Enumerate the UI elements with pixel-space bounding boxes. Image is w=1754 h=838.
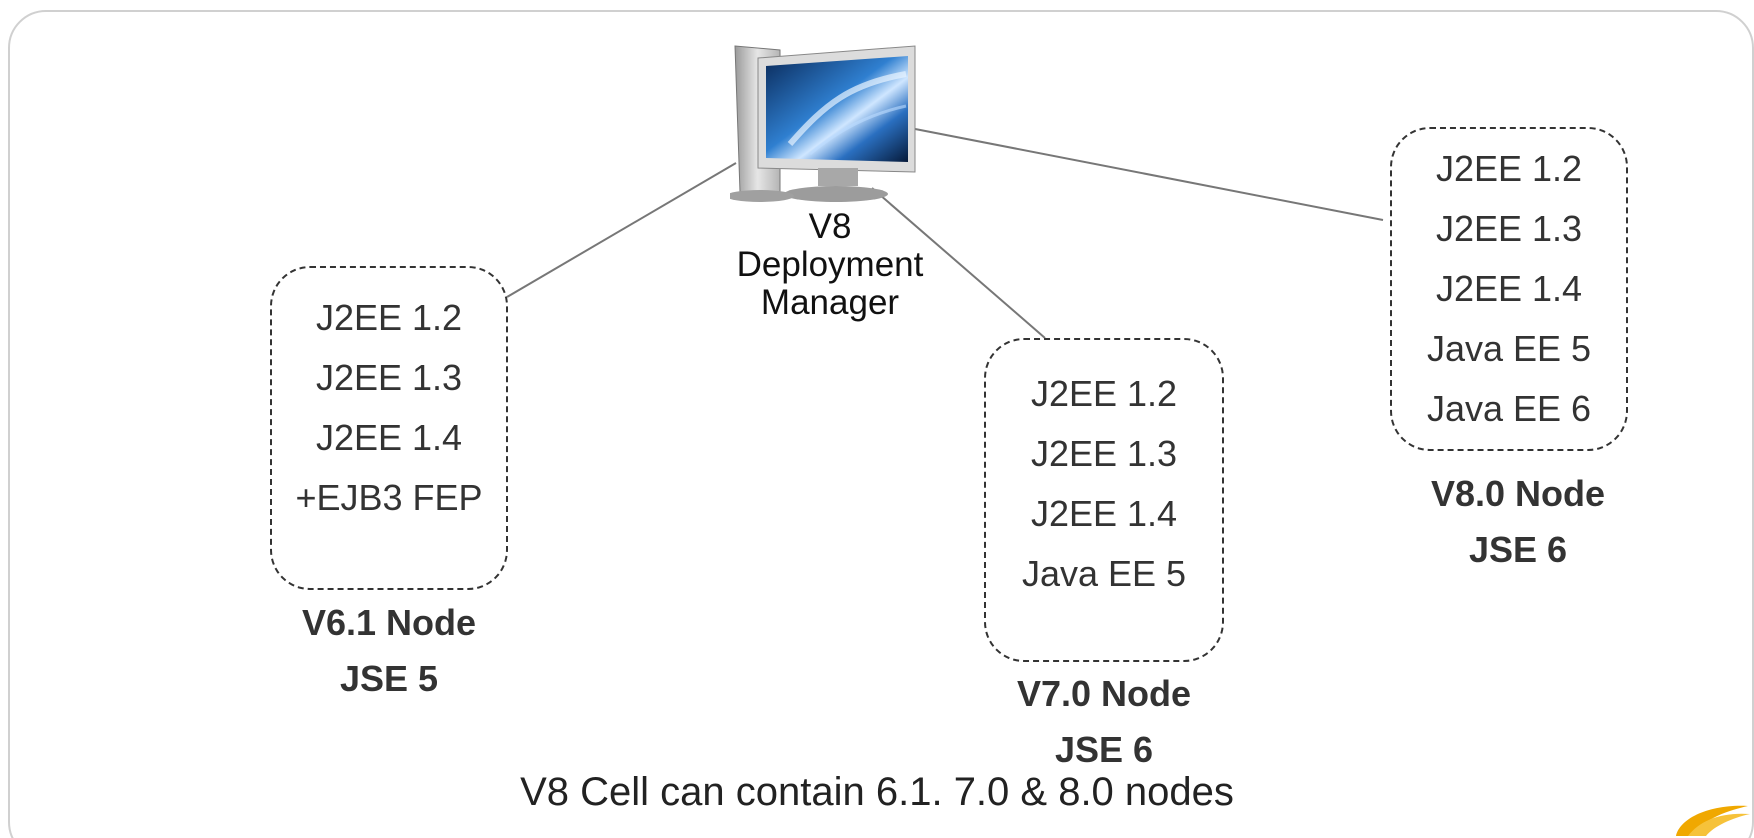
node-item: J2EE 1.4 (315, 417, 463, 458)
node-item: J2EE 1.2 (1435, 148, 1583, 189)
node-jse: JSE 6 (1054, 729, 1154, 770)
slide-frame (8, 10, 1754, 838)
node-label-v70: V7.0 Node JSE 6 (954, 666, 1254, 778)
node-box-v61: J2EE 1.2 J2EE 1.3 J2EE 1.4 +EJB3 FEP (270, 266, 508, 590)
node-label-v80: V8.0 Node JSE 6 (1368, 466, 1668, 578)
node-item: J2EE 1.3 (1030, 433, 1178, 474)
node-item: J2EE 1.4 (1030, 493, 1178, 534)
node-box-v70: J2EE 1.2 J2EE 1.3 J2EE 1.4 Java EE 5 (984, 338, 1224, 662)
node-item: Java EE 6 (1426, 388, 1592, 429)
dm-label-line2: Deployment (736, 245, 924, 284)
node-name: V8.0 Node (1430, 473, 1606, 514)
dm-label-line1: V8 (808, 207, 852, 246)
node-item: J2EE 1.2 (315, 297, 463, 338)
connector-v80 (909, 127, 1384, 221)
logo-swoosh-icon (1676, 805, 1750, 836)
node-label-v61: V6.1 Node JSE 5 (239, 595, 539, 707)
node-item: J2EE 1.2 (1030, 373, 1178, 414)
computer-monitor-icon (730, 45, 916, 202)
node-item: Java EE 5 (1426, 328, 1592, 369)
node-jse: JSE 6 (1468, 529, 1568, 570)
deployment-manager-label: V8 Deployment Manager (700, 208, 960, 322)
node-item: J2EE 1.3 (1435, 208, 1583, 249)
node-item: J2EE 1.3 (315, 357, 463, 398)
node-item: J2EE 1.4 (1435, 268, 1583, 309)
node-box-v80: J2EE 1.2 J2EE 1.3 J2EE 1.4 Java EE 5 Jav… (1390, 127, 1628, 451)
node-item: Java EE 5 (1021, 553, 1187, 594)
node-name: V7.0 Node (1016, 673, 1192, 714)
node-item: +EJB3 FEP (295, 477, 483, 518)
diagram-caption: V8 Cell can contain 6.1. 7.0 & 8.0 nodes (520, 770, 1234, 814)
node-jse: JSE 5 (339, 658, 439, 699)
node-name: V6.1 Node (301, 602, 477, 643)
connector-v70 (871, 187, 1046, 339)
dm-label-line3: Manager (760, 283, 900, 322)
connector-v61 (506, 162, 737, 298)
